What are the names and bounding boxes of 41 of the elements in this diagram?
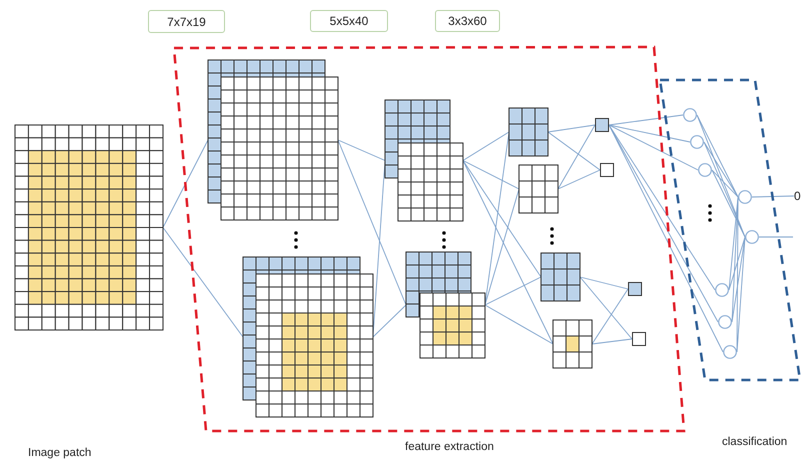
- connection-line: [580, 276, 628, 290]
- size-label: 3x3x60: [435, 10, 500, 32]
- caption: feature extraction: [405, 441, 494, 453]
- connection-line: [712, 170, 738, 198]
- connection-line: [592, 288, 628, 344]
- connection-line: [732, 236, 746, 322]
- connection-line: [696, 114, 746, 238]
- size-label: 7x7x19: [148, 10, 225, 33]
- connection-line: [484, 304, 554, 344]
- output-label: 0: [794, 189, 804, 203]
- connection-line: [704, 142, 746, 238]
- caption: Image patch: [28, 447, 92, 459]
- connection-line: [608, 124, 698, 170]
- connection-line: [484, 276, 542, 306]
- connection-line: [558, 124, 596, 190]
- connection-line: [580, 276, 632, 340]
- connection-line: [162, 227, 244, 338]
- connection-line: [372, 304, 406, 338]
- connection-line: [462, 160, 542, 278]
- connection-line: [712, 170, 746, 238]
- connection-line: [608, 124, 716, 290]
- connection-line: [608, 124, 690, 142]
- connection-line: [608, 124, 718, 322]
- connection-line: [548, 132, 600, 170]
- connection-line: [162, 140, 208, 228]
- connection-line: [608, 114, 684, 126]
- connection-line: [592, 338, 632, 344]
- connection-line: [558, 170, 600, 190]
- connection-line: [704, 142, 738, 198]
- caption: classification: [722, 436, 788, 448]
- connection-line: [548, 124, 596, 132]
- connection-line: [728, 236, 746, 290]
- connection-line: [752, 196, 794, 198]
- connection-line: [338, 140, 386, 161]
- connection-line: [696, 114, 738, 198]
- size-label: 5x5x40: [310, 10, 388, 32]
- connection-line: [758, 236, 794, 238]
- connection-line: [338, 140, 406, 306]
- connection-line: [462, 160, 520, 190]
- connection-line: [462, 132, 510, 161]
- connection-line: [608, 124, 724, 352]
